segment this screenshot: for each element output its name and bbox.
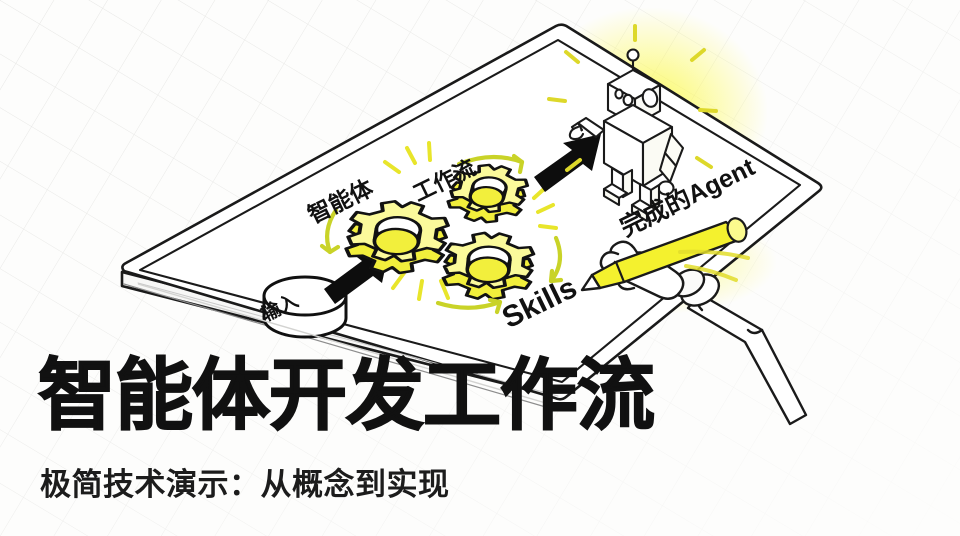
robot-spark-lines	[547, 24, 718, 172]
page-title: 智能体开发工作流	[37, 350, 656, 440]
stylus-icon	[580, 217, 748, 292]
page-subtitle: 极简技术演示：从概念到实现	[40, 467, 450, 502]
gear-cluster	[340, 159, 538, 303]
cycle-arrows	[319, 153, 564, 315]
robot-arm-stylus-icon	[599, 240, 808, 426]
gear-icon	[442, 159, 534, 228]
input-node	[262, 275, 348, 339]
tablet-shadow	[137, 283, 557, 407]
stylus-glow-lines	[678, 249, 750, 282]
gear-icon	[340, 196, 454, 278]
arrow-gears-to-robot	[534, 134, 601, 192]
gear-icon	[439, 229, 538, 303]
spark-lines	[383, 141, 558, 301]
robot-icon	[568, 48, 685, 223]
